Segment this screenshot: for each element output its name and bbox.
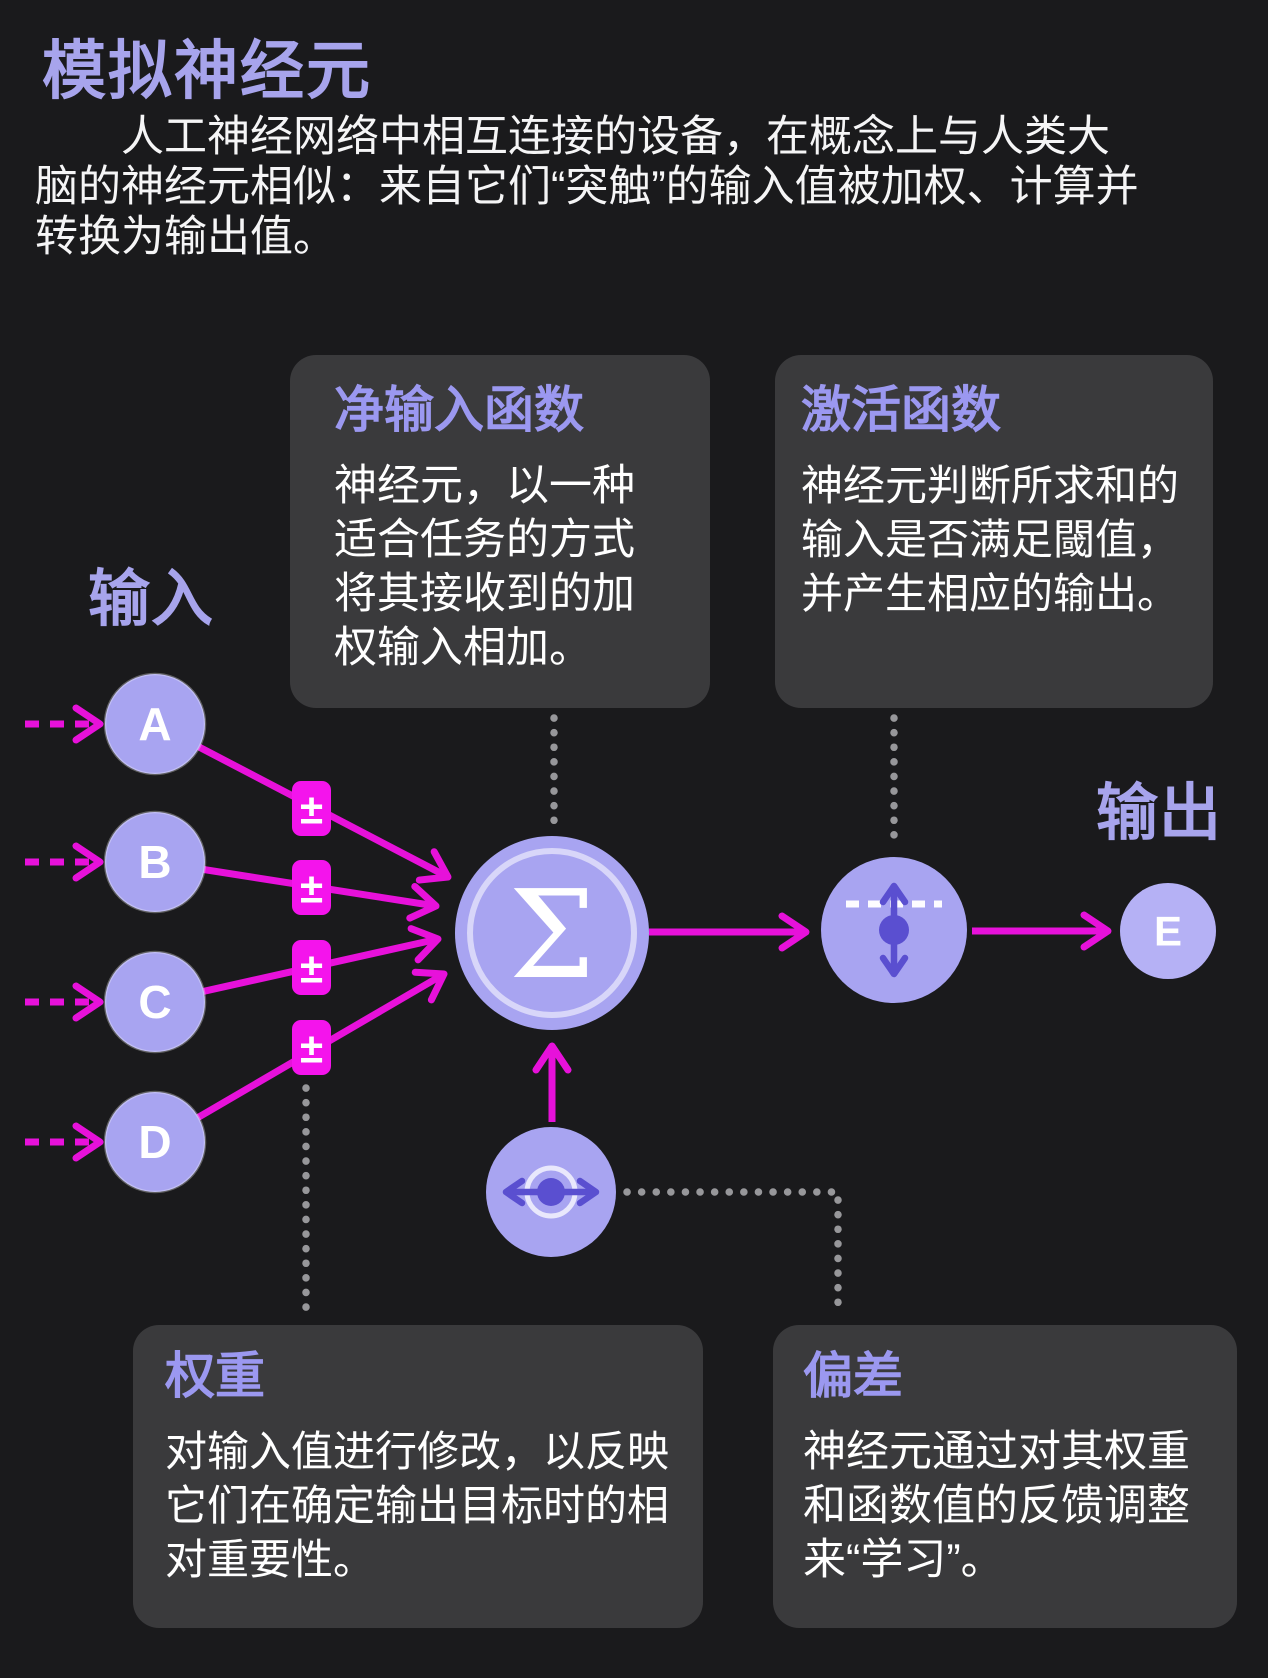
input-node-d-label: D	[138, 1116, 171, 1168]
threshold-dot	[879, 915, 909, 945]
input-node-b: B	[103, 810, 207, 914]
plus-minus-icon: ±	[300, 865, 323, 912]
callout-bias-title: 偏差	[803, 1348, 903, 1404]
output-group-label: 输出	[1096, 779, 1223, 848]
callout-activation-body: 神经元判断所求和的输入是否满足閾值，并产生相应的输出。	[801, 462, 1180, 617]
callout-bias-body: 神经元通过对其权重和函数值的反馈调整来“学习”。	[803, 1428, 1190, 1584]
output-node-e: E	[1120, 883, 1216, 979]
callout-activation-title: 激活函数	[801, 382, 1001, 438]
callout-activation-function: 激活函数 神经元判断所求和的输入是否满足閾值，并产生相应的输出。	[775, 355, 1213, 708]
callout-weights-title: 权重	[165, 1348, 265, 1404]
weight-box-b: ±	[292, 860, 331, 915]
plus-minus-icon: ±	[300, 945, 323, 992]
callout-weights: 权重 对输入值进行修改，以反映它们在确定输出目标时的相对重要性。	[133, 1325, 703, 1628]
input-node-d: D	[103, 1090, 207, 1194]
threshold-node	[821, 857, 967, 1003]
inputs-group-label: 输入	[88, 565, 215, 634]
input-node-c: C	[103, 950, 207, 1054]
bias-node	[486, 1127, 616, 1257]
callout-net-input-title: 净输入函数	[334, 382, 584, 438]
sum-node-ring	[467, 848, 637, 1018]
callout-weights-body: 对输入值进行修改，以反映它们在确定输出目标时的相对重要性。	[165, 1428, 670, 1583]
plus-minus-icon: ±	[300, 1025, 323, 1072]
input-node-c-label: C	[138, 976, 171, 1028]
weight-box-d: ±	[292, 1020, 331, 1075]
weight-box-a: ±	[292, 781, 331, 836]
weight-box-c: ±	[292, 940, 331, 995]
bias-dot	[537, 1178, 565, 1206]
output-node-e-label: E	[1154, 908, 1182, 955]
sum-node: Σ	[455, 836, 649, 1030]
input-node-b-label: B	[138, 836, 171, 888]
callout-bias: 偏差 神经元通过对其权重和函数值的反馈调整来“学习”。	[773, 1325, 1237, 1628]
plus-minus-icon: ±	[300, 786, 323, 833]
callout-net-input-body: 神经元，以一种适合任务的方式将其接收到的加权输入相加。	[334, 462, 635, 672]
page-title: 模拟神经元	[42, 35, 372, 107]
intro-paragraph: 人工神经网络中相互连接的设备，在概念上与人类大脑的神经元相似：来自它们“突触”的…	[35, 113, 1139, 261]
connector-bias-node-to-bias-callout	[623, 1188, 842, 1317]
input-node-a-label: A	[138, 698, 171, 750]
callout-net-input-function: 净输入函数 神经元，以一种适合任务的方式将其接收到的加权输入相加。	[290, 355, 710, 708]
input-node-a: A	[103, 672, 207, 776]
sigma-icon: Σ	[509, 864, 595, 1006]
